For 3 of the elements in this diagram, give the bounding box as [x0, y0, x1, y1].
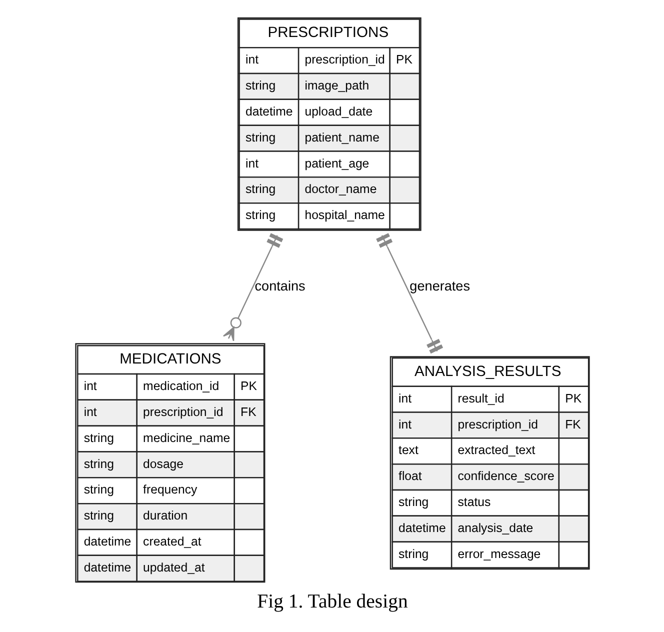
caption: Fig 1. Table design — [256, 590, 408, 613]
edge-label: generates — [409, 278, 470, 294]
edge-label: contains — [254, 278, 305, 294]
